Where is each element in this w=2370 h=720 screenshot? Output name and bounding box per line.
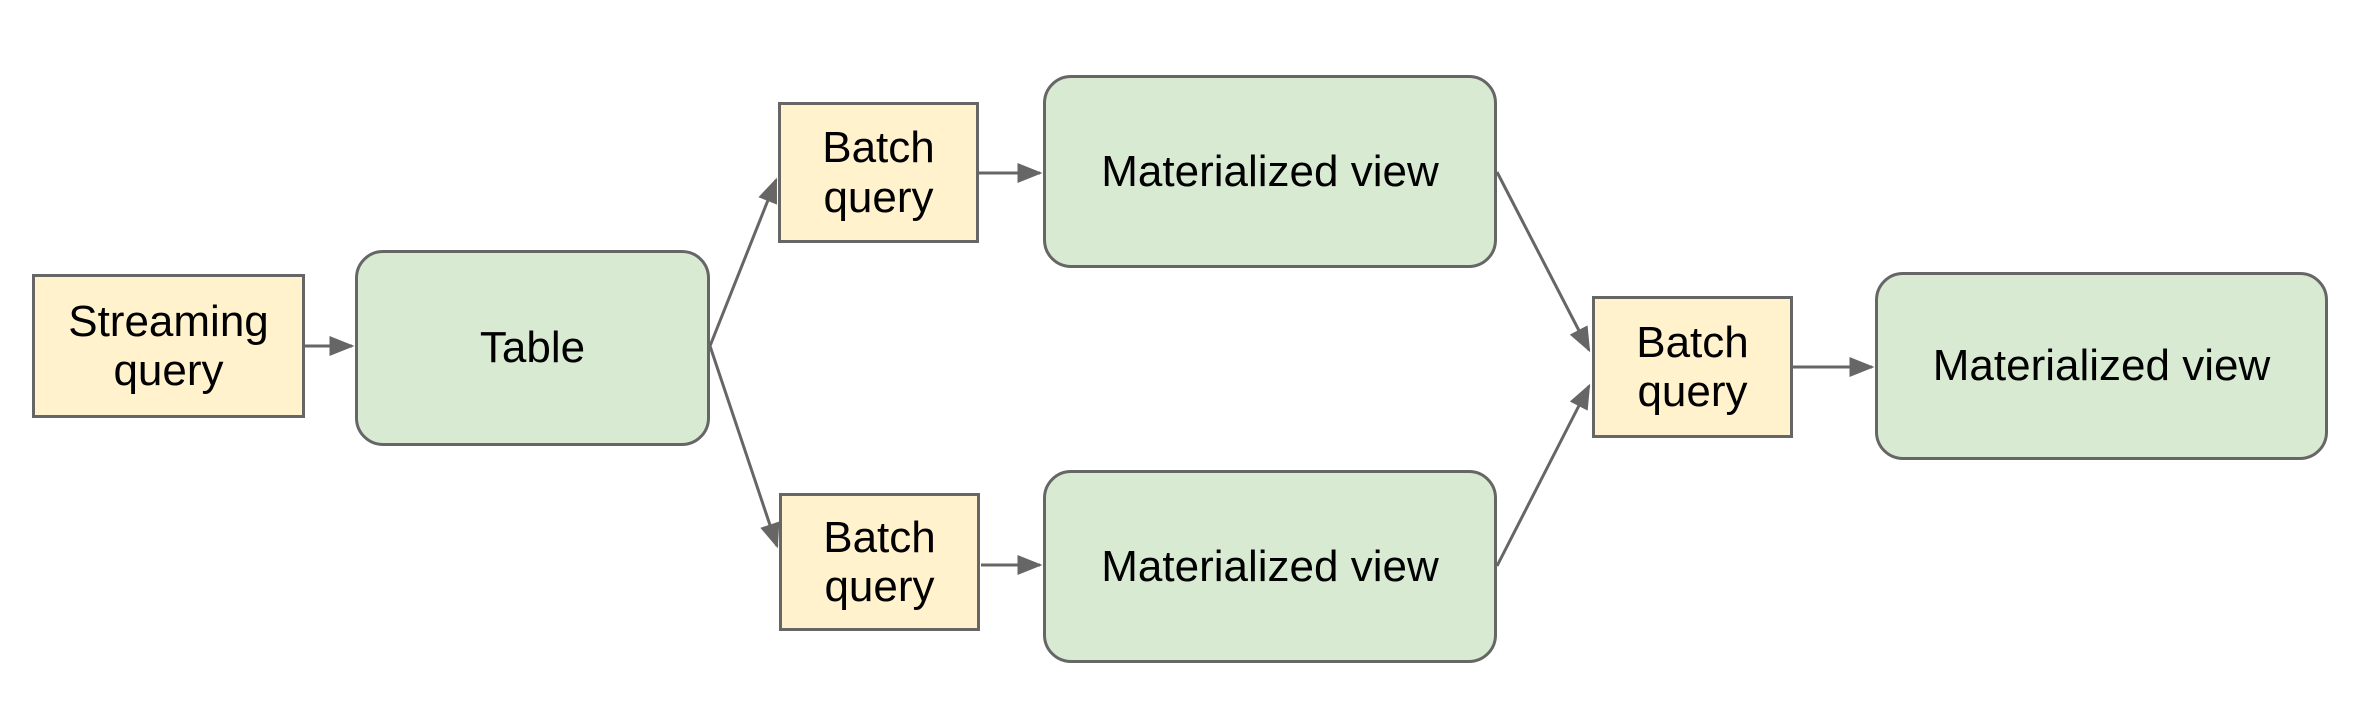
node-label: Materialized view bbox=[1101, 541, 1439, 591]
node-label: Materialized view bbox=[1101, 146, 1439, 196]
node-batch-query-merge: Batch query bbox=[1592, 296, 1793, 438]
node-table: Table bbox=[355, 250, 710, 446]
node-streaming-query: Streaming query bbox=[32, 274, 305, 418]
node-materialized-view-top: Materialized view bbox=[1043, 75, 1497, 268]
node-label: Table bbox=[479, 323, 586, 373]
node-label: Batch query bbox=[823, 512, 936, 611]
node-materialized-view-bottom: Materialized view bbox=[1043, 470, 1497, 663]
node-label: Streaming query bbox=[68, 296, 269, 395]
node-materialized-view-final: Materialized view bbox=[1875, 272, 2328, 460]
node-batch-query-top: Batch query bbox=[778, 102, 979, 243]
edge-table-to-batch-query-top-arrow bbox=[708, 177, 778, 347]
node-label: Materialized view bbox=[1932, 341, 2271, 391]
node-batch-query-bottom: Batch query bbox=[779, 493, 980, 631]
edge-table-to-batch-query-bottom-arrow bbox=[708, 345, 780, 549]
node-label: Batch query bbox=[822, 123, 935, 222]
node-label: Batch query bbox=[1636, 317, 1749, 416]
edge-materialized-view-top-to-batch-query-merge-arrow bbox=[1495, 171, 1591, 353]
edge-materialized-view-bottom-to-batch-query-merge-arrow bbox=[1495, 383, 1591, 567]
